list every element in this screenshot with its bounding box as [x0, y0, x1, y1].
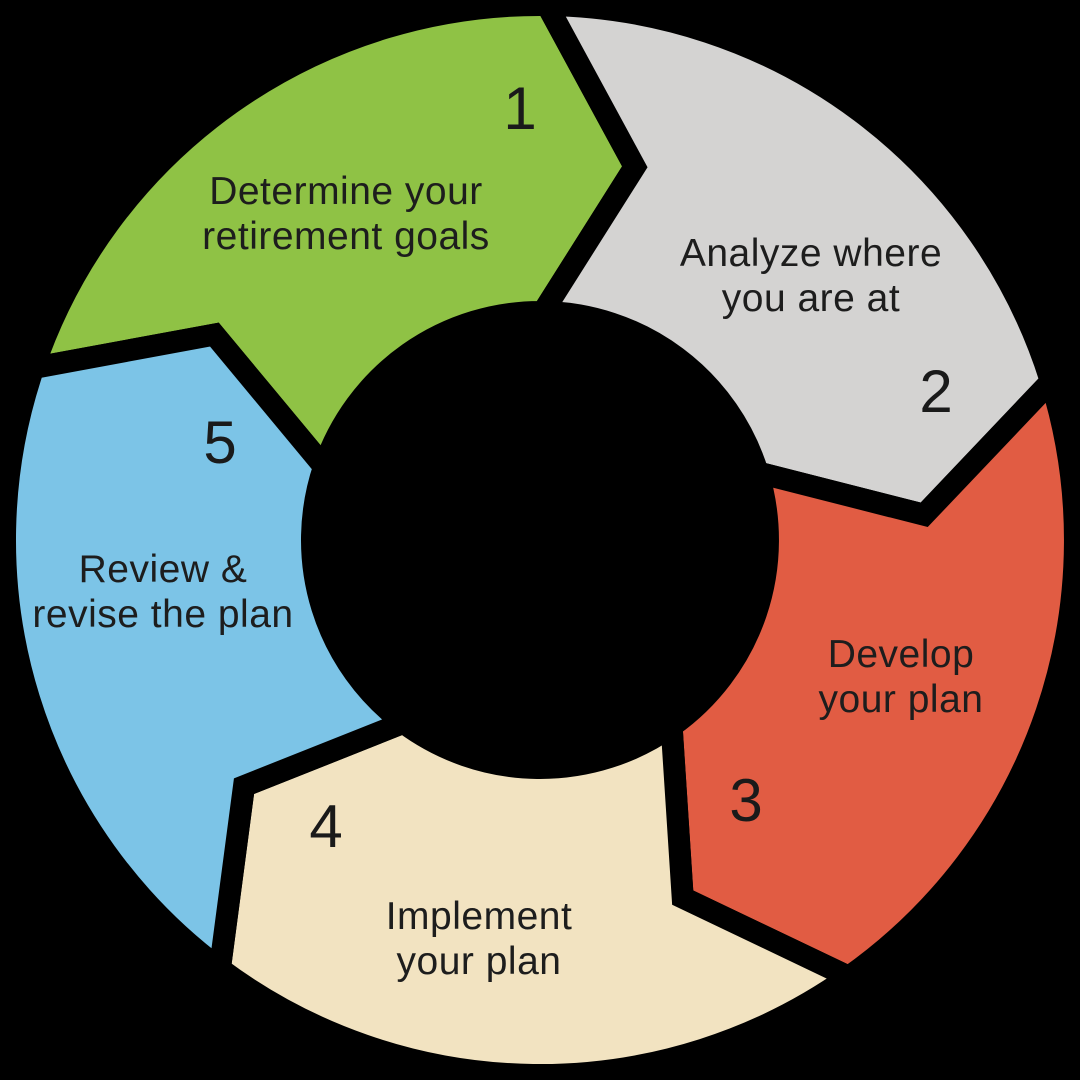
step-4-label: Implement your plan: [386, 894, 573, 984]
step-2-label: Analyze where you are at: [680, 231, 942, 321]
step-2-label-line-2: you are at: [721, 277, 901, 320]
segment-3-shape: [660, 360, 1080, 990]
segment-2-shape: [523, 0, 1064, 528]
step-3-label-line-1: Develop: [827, 632, 975, 676]
step-4-label-line-1: Implement: [385, 894, 573, 938]
step-1-label: Determine your retirement goals: [202, 169, 490, 259]
step-3-label: Develop your plan: [819, 632, 984, 722]
segment-5-shape: [0, 322, 426, 989]
step-5-label: Review & revise the plan: [32, 547, 293, 637]
step-1-number: 1: [503, 75, 537, 142]
step-3-number: 3: [729, 767, 763, 834]
step-5-label-line-2: revise the plan: [32, 593, 294, 636]
step-5-number: 5: [203, 409, 237, 476]
step-1-label-line-2: retirement goals: [202, 215, 490, 258]
step-5-label-line-1: Review &: [78, 547, 248, 591]
segment-1-shape: [16, 0, 648, 489]
segment-4-shape: [208, 705, 871, 1080]
step-1-label-line-1: Determine your: [209, 169, 483, 213]
step-2-number: 2: [919, 358, 953, 425]
step-4-label-line-2: your plan: [396, 940, 562, 983]
step-4-number: 4: [309, 793, 343, 860]
step-3-label-line-2: your plan: [818, 678, 984, 721]
step-2-label-line-1: Analyze where: [679, 231, 943, 275]
